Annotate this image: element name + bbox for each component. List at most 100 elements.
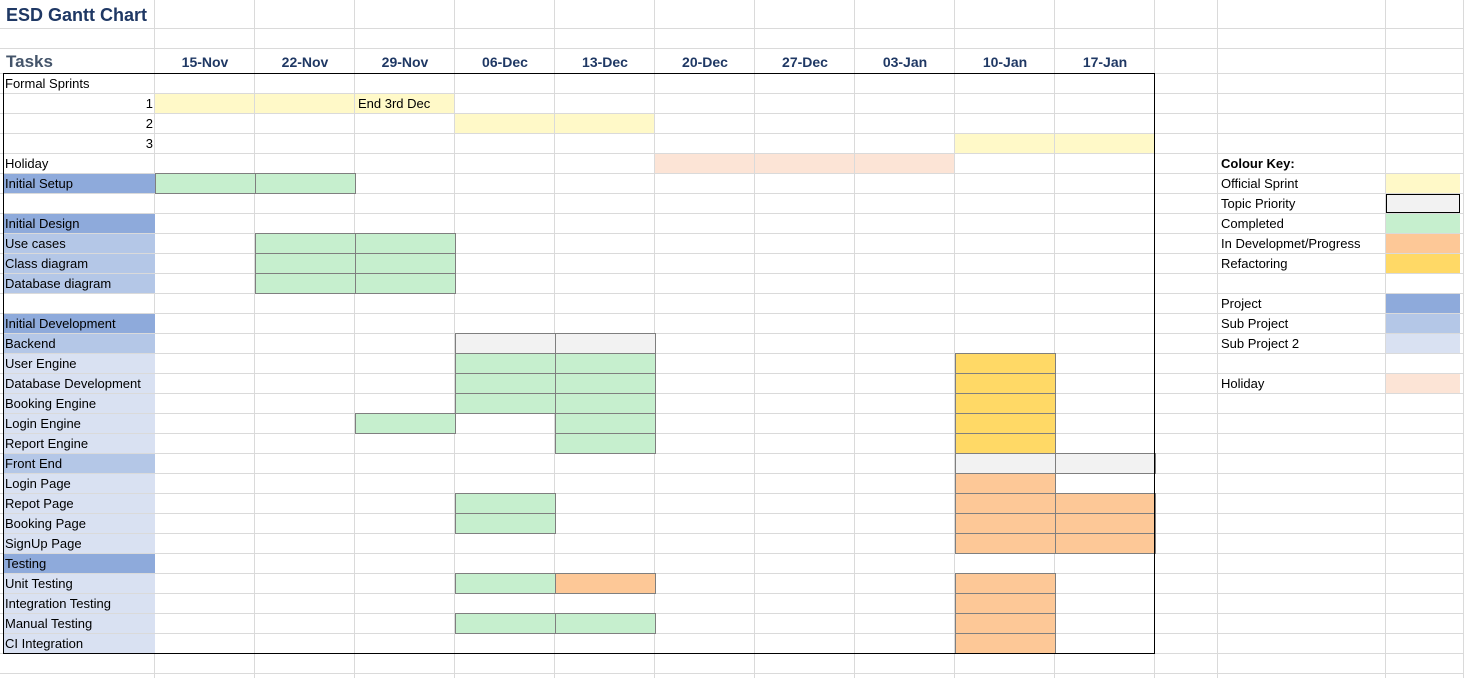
task-label: SignUp Page: [5, 536, 82, 551]
gantt-bar-in-progress: [955, 633, 1056, 654]
gantt-bar-refactoring: [955, 433, 1056, 454]
gantt-bar-completed: [455, 373, 556, 394]
task-label: 2: [145, 116, 153, 131]
legend-label: Holiday: [1221, 376, 1265, 391]
gantt-bar-completed: [255, 173, 356, 194]
gantt-bar-in-progress: [955, 613, 1056, 634]
gantt-bar-completed: [555, 393, 656, 414]
task-level-fill: [3, 634, 155, 653]
grid-row-line: [0, 48, 1464, 49]
grid-row-line: [0, 513, 1464, 514]
gantt-bar-official-sprint: [555, 114, 654, 133]
task-level-fill: [3, 274, 155, 293]
grid-row-line: [0, 673, 1464, 674]
week-header: 20-Dec: [682, 54, 728, 70]
legend-label: Completed: [1221, 216, 1284, 231]
grid-col-line: [454, 0, 455, 678]
task-level-fill: [3, 474, 155, 493]
gantt-bar-holiday: [755, 154, 854, 173]
grid-row-line: [0, 73, 1464, 74]
legend-swatch: [1386, 314, 1460, 333]
week-header: 03-Jan: [882, 54, 928, 70]
grid-row-line: [0, 553, 1464, 554]
gantt-bar-topic-priority: [1055, 453, 1156, 474]
chart-title: ESD Gantt Chart: [6, 5, 148, 25]
gantt-bar-in-progress: [955, 533, 1056, 554]
task-label: 1: [145, 96, 153, 111]
gantt-bar-completed: [555, 413, 656, 434]
grid-row-line: [0, 493, 1464, 494]
week-header: 13-Dec: [582, 54, 628, 70]
task-label: Formal Sprints: [5, 76, 90, 91]
grid-row-line: [0, 213, 1464, 214]
legend-swatch: [1386, 294, 1460, 313]
legend-label: In Developmet/Progress: [1221, 236, 1361, 251]
task-label: Holiday: [5, 156, 49, 171]
gantt-bar-completed: [455, 353, 556, 374]
task-level-fill: [3, 574, 155, 593]
gantt-bar-completed: [355, 413, 456, 434]
week-header: 29-Nov: [381, 54, 429, 70]
bar-annotation: End 3rd Dec: [358, 96, 431, 111]
grid-row-line: [0, 453, 1464, 454]
gantt-bar-completed: [455, 513, 556, 534]
task-level-fill: [3, 334, 155, 353]
grid-col-line: [1154, 0, 1155, 678]
legend-swatch: [1386, 254, 1460, 273]
gantt-bar-completed: [555, 353, 656, 374]
grid-row-line: [0, 333, 1464, 334]
grid-row-line: [0, 373, 1464, 374]
task-level-fill: [3, 614, 155, 633]
gantt-bar-in-progress: [555, 573, 656, 594]
legend-swatch: [1386, 194, 1460, 213]
grid-col-line: [354, 0, 355, 678]
grid-row-line: [0, 593, 1464, 594]
week-header: 17-Jan: [1082, 54, 1128, 70]
legend-swatch: [1386, 234, 1460, 253]
task-label: Report Engine: [5, 436, 89, 451]
gantt-bar-in-progress: [955, 593, 1056, 614]
grid-col-line: [1054, 0, 1055, 678]
task-label: 3: [145, 136, 153, 151]
grid-row-line: [0, 153, 1464, 154]
gantt-bar-completed: [455, 493, 556, 514]
task-level-fill: [3, 494, 155, 513]
gantt-bar-in-progress: [1055, 493, 1156, 514]
gantt-bar-completed: [455, 613, 556, 634]
grid-row-line: [0, 353, 1464, 354]
task-level-fill: [3, 534, 155, 553]
gantt-bar-in-progress: [1055, 513, 1156, 534]
gantt-bar-in-progress: [955, 493, 1056, 514]
gantt-bar-in-progress: [955, 513, 1056, 534]
gantt-bar-holiday: [855, 154, 954, 173]
grid-col-line: [1385, 0, 1386, 678]
grid-row-line: [0, 253, 1464, 254]
grid-row-line: [0, 633, 1464, 634]
gantt-bar-completed: [355, 253, 456, 274]
grid-row-line: [0, 193, 1464, 194]
gantt-bar-completed: [455, 573, 556, 594]
legend-label: Official Sprint: [1221, 176, 1299, 191]
gantt-bar-in-progress: [955, 473, 1056, 494]
grid-row-line: [0, 393, 1464, 394]
week-header: 27-Dec: [782, 54, 828, 70]
task-level-fill: [3, 254, 155, 273]
grid-row-line: [0, 573, 1464, 574]
gantt-bar-topic-priority: [955, 453, 1056, 474]
task-level-fill: [3, 514, 155, 533]
task-level-fill: [3, 414, 155, 433]
task-label: Repot Page: [5, 496, 74, 511]
gantt-bar-completed: [255, 273, 356, 294]
gantt-bar-completed: [555, 433, 656, 454]
week-header: 06-Dec: [482, 54, 528, 70]
grid-row-line: [0, 433, 1464, 434]
legend-swatch: [1386, 374, 1460, 393]
grid-row-line: [0, 93, 1464, 94]
grid-col-line: [254, 0, 255, 678]
gantt-bar-completed: [555, 613, 656, 634]
task-label: Class diagram: [5, 256, 89, 271]
task-label: Manual Testing: [5, 616, 93, 631]
gantt-bar-completed: [455, 393, 556, 414]
gantt-bar-in-progress: [955, 573, 1056, 594]
